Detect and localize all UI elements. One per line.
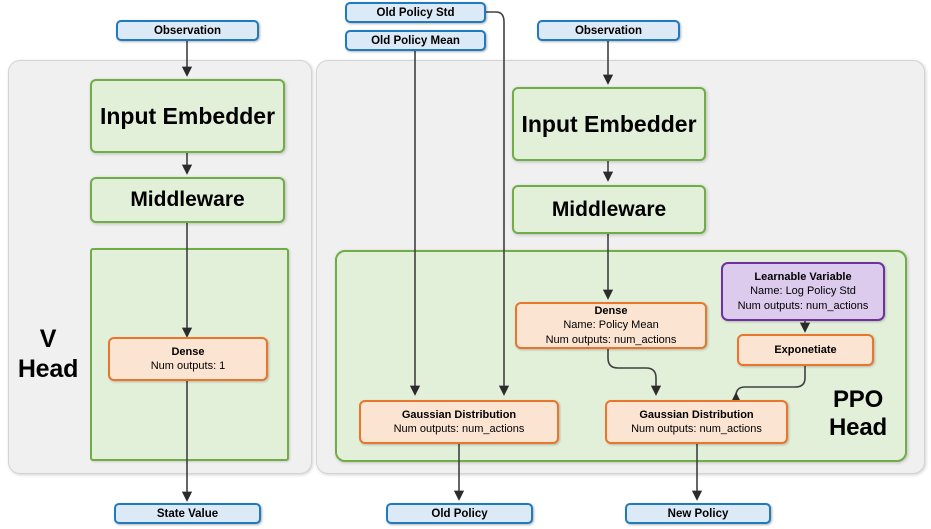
v-head-label-line1: V [39, 325, 57, 353]
input-old-policy-mean-label: Old Policy Mean [371, 34, 460, 47]
ppo-dense-name: Name: Policy Mean [563, 319, 659, 332]
ppo-middleware-block[interactable]: Middleware [512, 185, 706, 234]
gaussian-old-num-outputs: Num outputs: num_actions [393, 423, 525, 435]
input-old-policy-std[interactable]: Old Policy Std [345, 2, 486, 23]
ppo-head-label-line2: Head [829, 414, 887, 442]
learnable-variable-title: Learnable Variable [754, 271, 852, 284]
gaussian-distribution-new-block[interactable]: Gaussian Distribution Num outputs: num_a… [605, 400, 788, 444]
ppo-dense-policy-mean-block[interactable]: Dense Name: Policy Mean Num outputs: num… [515, 302, 707, 349]
output-old-policy[interactable]: Old Policy [386, 503, 533, 524]
ppo-head-label-line1: PPO [832, 386, 884, 413]
ppo-dense-num-outputs: Num outputs: num_actions [545, 333, 677, 346]
v-input-embedder-label: Input Embedder [99, 102, 276, 129]
ppo-dense-title: Dense [594, 305, 628, 318]
v-dense-num-outputs: Num outputs: 1 [150, 360, 226, 372]
input-observation-right[interactable]: Observation [537, 20, 680, 41]
output-old-policy-label: Old Policy [431, 507, 488, 520]
gaussian-new-title: Gaussian Distribution [639, 408, 754, 421]
v-head-label-line2: Head [17, 354, 79, 383]
ppo-input-embedder-label: Input Embedder [521, 110, 697, 137]
v-dense-title: Dense [171, 345, 205, 358]
v-head-label: V Head [10, 325, 86, 384]
input-old-policy-std-label: Old Policy Std [376, 6, 455, 19]
learnable-variable-name: Name: Log Policy Std [750, 285, 856, 298]
output-state-value[interactable]: State Value [114, 503, 261, 524]
ppo-head-label: PPO Head [810, 386, 906, 443]
exponetiate-block[interactable]: Exponetiate [737, 334, 874, 366]
learnable-variable-num-outputs: Num outputs: num_actions [737, 299, 869, 312]
output-new-policy-label: New Policy [667, 507, 729, 520]
gaussian-old-title: Gaussian Distribution [401, 408, 517, 421]
ppo-middleware-label: Middleware [551, 197, 667, 221]
exponetiate-label: Exponetiate [774, 343, 837, 356]
v-middleware-block[interactable]: Middleware [90, 177, 285, 223]
output-state-value-label: State Value [156, 507, 219, 520]
gaussian-distribution-old-block[interactable]: Gaussian Distribution Num outputs: num_a… [359, 400, 559, 444]
v-middleware-label: Middleware [130, 188, 245, 211]
v-dense-block[interactable]: Dense Num outputs: 1 [108, 337, 268, 381]
output-new-policy[interactable]: New Policy [625, 503, 771, 524]
input-observation-right-label: Observation [574, 24, 643, 37]
input-observation-left[interactable]: Observation [116, 20, 259, 41]
input-observation-left-label: Observation [153, 24, 222, 37]
learnable-variable-block[interactable]: Learnable Variable Name: Log Policy Std … [721, 262, 885, 321]
gaussian-new-num-outputs: Num outputs: num_actions [631, 423, 762, 435]
v-input-embedder-block[interactable]: Input Embedder [90, 79, 285, 153]
input-old-policy-mean[interactable]: Old Policy Mean [345, 30, 486, 51]
ppo-input-embedder-block[interactable]: Input Embedder [512, 87, 706, 161]
